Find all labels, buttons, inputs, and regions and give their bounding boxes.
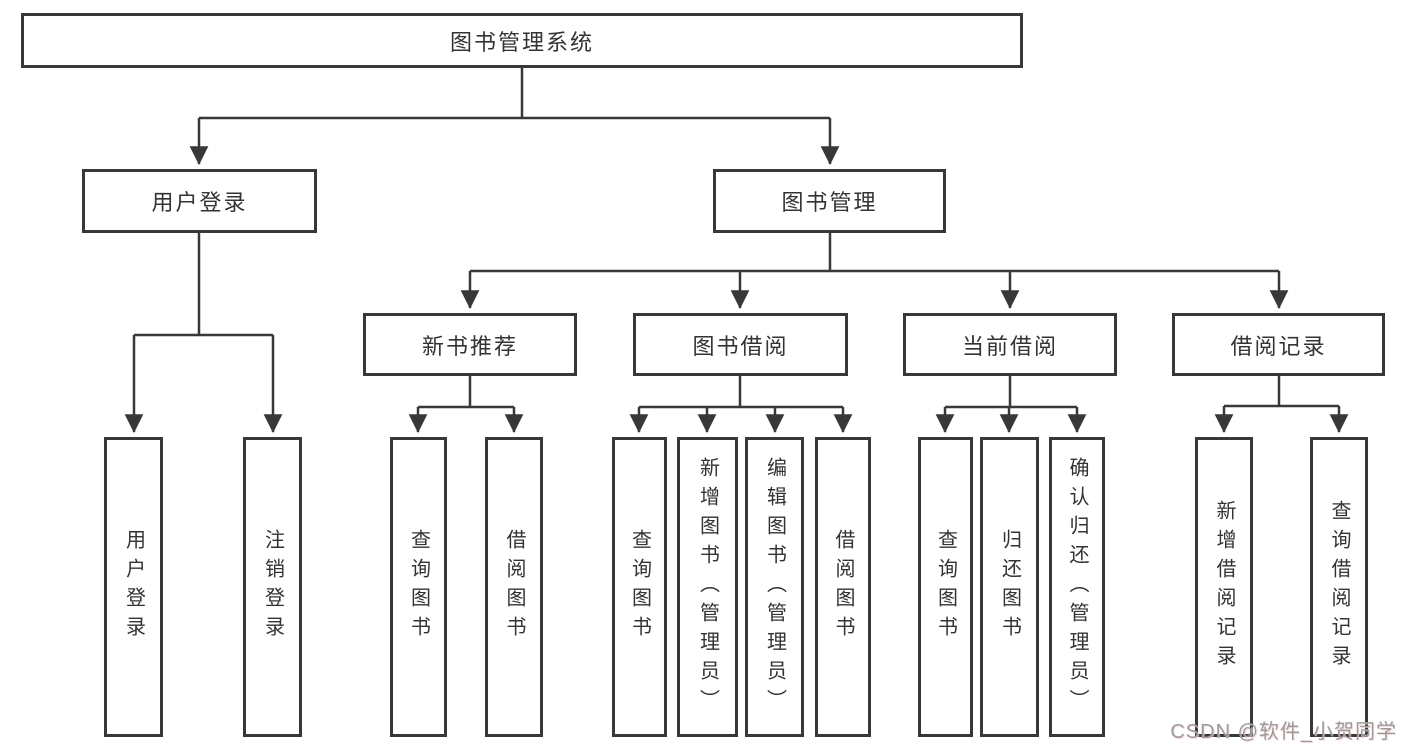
node-label: 查询图书 (934, 529, 957, 645)
leaf-add-borrow-record: 新增借阅记录 (1195, 437, 1253, 737)
node-book-management-system: 图书管理系统 (21, 13, 1023, 68)
node-label: 新增图书（管理员） (696, 456, 719, 718)
leaf-logout: 注销登录 (243, 437, 302, 737)
leaf-query-borrow-record: 查询借阅记录 (1310, 437, 1368, 737)
leaf-borrow-books-recommend: 借阅图书 (485, 437, 543, 737)
node-label: 归还图书 (998, 529, 1021, 645)
leaf-query-books-recommend: 查询图书 (390, 437, 447, 737)
node-label: 新增借阅记录 (1213, 500, 1235, 674)
node-label: 查询图书 (407, 529, 430, 645)
node-label: 图书借阅 (692, 333, 789, 359)
node-label: 查询借阅记录 (1328, 500, 1350, 674)
node-label: 用户登录 (151, 190, 248, 215)
node-book-management: 图书管理 (713, 169, 946, 233)
node-book-borrow: 图书借阅 (633, 313, 848, 376)
node-new-book-recommend: 新书推荐 (363, 313, 577, 376)
node-label: 编辑图书（管理员） (763, 456, 786, 718)
node-label: 借阅图书 (503, 529, 525, 645)
node-label: 注销登录 (261, 529, 284, 645)
node-label: 借阅记录 (1230, 333, 1327, 359)
node-current-borrow: 当前借阅 (903, 313, 1117, 376)
node-label: 新书推荐 (421, 333, 518, 359)
node-label: 图书管理 (781, 190, 878, 215)
leaf-add-book-admin: 新增图书（管理员） (677, 437, 738, 737)
leaf-borrow-books: 借阅图书 (815, 437, 871, 737)
node-borrow-records: 借阅记录 (1172, 313, 1385, 376)
csdn-watermark: CSDN @软件_小贺同学 (1170, 721, 1397, 743)
leaf-edit-book-admin: 编辑图书（管理员） (745, 437, 804, 737)
node-label: 借阅图书 (832, 529, 854, 645)
node-user-login: 用户登录 (82, 169, 317, 233)
leaf-confirm-return-admin: 确认归还（管理员） (1049, 437, 1105, 737)
node-label: 图书管理系统 (449, 29, 594, 55)
leaf-query-books-current: 查询图书 (918, 437, 973, 737)
leaf-return-books: 归还图书 (980, 437, 1039, 737)
node-label: 查询图书 (628, 529, 651, 645)
node-label: 当前借阅 (961, 333, 1058, 359)
leaf-query-books-borrow: 查询图书 (612, 437, 667, 737)
leaf-user-login: 用户登录 (104, 437, 163, 737)
node-label: 用户登录 (122, 529, 145, 645)
node-label: 确认归还（管理员） (1066, 456, 1088, 718)
